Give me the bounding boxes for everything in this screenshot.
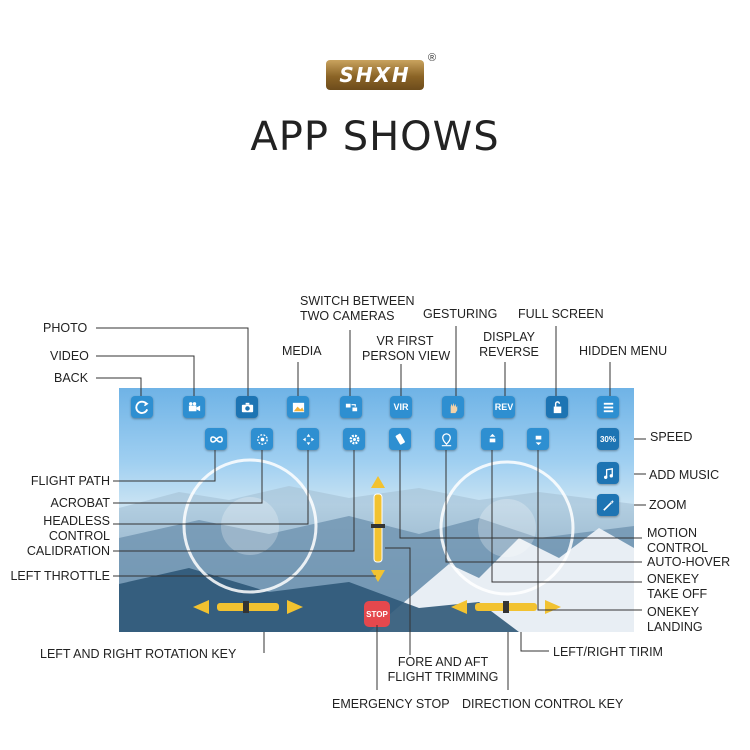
- emergency-stop-button[interactable]: STOP: [364, 601, 390, 627]
- label-vr: VR FIRST PERSON VIEW: [362, 334, 451, 364]
- label-fore-aft-line2: FLIGHT TRIMMING: [387, 670, 499, 684]
- app-screen: VIR REV 30%: [119, 388, 634, 632]
- label-gesturing: GESTURING: [423, 307, 498, 321]
- label-direction-key: DIRECTION CONTROL KEY: [462, 697, 624, 711]
- back-icon: [134, 400, 149, 414]
- flight-path-button[interactable]: [205, 428, 227, 450]
- label-onekey-landing-line2: LANDING: [647, 620, 703, 634]
- label-video: VIDEO: [50, 349, 89, 363]
- photo-button[interactable]: [236, 396, 258, 418]
- acrobat-button[interactable]: [251, 428, 273, 450]
- label-left-throttle: LEFT THROTTLE: [10, 569, 110, 583]
- label-left-right-trim: LEFT/RIGHT TIRIM: [553, 645, 663, 659]
- registered-mark: ®: [428, 52, 437, 64]
- label-media: MEDIA: [282, 344, 322, 358]
- vr-button[interactable]: VIR: [390, 396, 412, 418]
- add-music-button[interactable]: [597, 462, 619, 484]
- label-fore-aft-line1: FORE AND AFT: [397, 655, 489, 669]
- label-rotation-key: LEFT AND RIGHT ROTATION KEY: [40, 647, 237, 661]
- label-display-reverse: DISPLAY REVERSE: [478, 330, 540, 360]
- magic-wand-icon: [602, 499, 614, 511]
- onekey-landing-button[interactable]: [527, 428, 549, 450]
- label-display-reverse-line2: REVERSE: [479, 345, 539, 359]
- hidden-menu-button[interactable]: [597, 396, 619, 418]
- page-title: APP SHOWS: [250, 114, 500, 160]
- speed-button[interactable]: 30%: [597, 428, 619, 450]
- left-joystick-knob: [221, 497, 279, 555]
- label-headless: HEADLESS CONTROL: [0, 514, 110, 544]
- label-display-reverse-line1: DISPLAY: [483, 330, 535, 344]
- rev-label: REV: [494, 402, 514, 412]
- label-onekey-landing: ONEKEY LANDING: [647, 605, 703, 635]
- headless-button[interactable]: [297, 428, 319, 450]
- switch-camera-button[interactable]: [340, 396, 362, 418]
- phone-tilt-icon: [395, 433, 405, 445]
- label-vr-line2: PERSON VIEW: [362, 349, 451, 363]
- infinity-icon: [209, 435, 223, 443]
- headless-icon: [302, 433, 314, 445]
- label-auto-hover: AUTO-HOVER: [647, 555, 731, 569]
- label-zoom: ZOOM: [649, 498, 687, 512]
- label-onekey-landing-line1: ONEKEY: [647, 605, 700, 619]
- label-motion-control-line1: MOTION: [647, 526, 697, 540]
- speed-value: 30%: [599, 434, 616, 444]
- brand-logo: SHXH: [326, 60, 424, 90]
- right-joystick-knob: [478, 499, 536, 557]
- onekey-takeoff-button[interactable]: [481, 428, 503, 450]
- label-speed: SPEED: [650, 430, 693, 444]
- hand-icon: [450, 402, 457, 413]
- media-button[interactable]: [287, 396, 309, 418]
- left-throttle-slider[interactable]: [365, 474, 391, 584]
- label-onekey-takeoff: ONEKEY TAKE OFF: [647, 572, 707, 602]
- left-right-trim[interactable]: [449, 596, 563, 618]
- label-emergency-stop: EMERGENCY STOP: [332, 697, 450, 711]
- label-switch-cameras-line2: TWO CAMERAS: [300, 309, 395, 323]
- video-camera-icon: [188, 401, 200, 411]
- camera-icon: [241, 402, 253, 412]
- label-motion-control-line2: CONTROL: [647, 541, 709, 555]
- location-pin-icon: [441, 432, 451, 446]
- label-headless-line2: CONTROL: [48, 529, 110, 543]
- takeoff-drone-icon: [489, 433, 495, 442]
- rotation-key[interactable]: [191, 596, 305, 618]
- label-photo: PHOTO: [43, 321, 88, 335]
- label-add-music: ADD MUSIC: [649, 468, 720, 482]
- label-headless-line1: HEADLESS: [43, 514, 110, 528]
- label-onekey-takeoff-line2: TAKE OFF: [647, 587, 708, 601]
- label-motion-control: MOTION CONTROL: [647, 526, 708, 556]
- label-back: BACK: [54, 371, 89, 385]
- video-button[interactable]: [183, 396, 205, 418]
- stop-label: STOP: [366, 609, 388, 619]
- vr-label: VIR: [393, 402, 409, 412]
- gesture-button[interactable]: [442, 396, 464, 418]
- label-acrobat: ACROBAT: [50, 496, 111, 510]
- motion-control-button[interactable]: [389, 428, 411, 450]
- image-icon: [292, 402, 304, 412]
- flip-icon: [256, 433, 268, 445]
- label-full-screen: FULL SCREEN: [518, 307, 604, 321]
- music-note-icon: [603, 467, 613, 479]
- landing-drone-icon: [535, 435, 541, 445]
- menu-icon: [603, 402, 613, 412]
- label-hidden-menu: HIDDEN MENU: [579, 344, 668, 358]
- full-screen-button[interactable]: [546, 396, 568, 418]
- display-reverse-button[interactable]: REV: [493, 396, 515, 418]
- lock-icon: [553, 400, 561, 413]
- label-switch-cameras-line1: SWITCH BETWEEN: [300, 294, 415, 308]
- label-flight-path: FLIGHT PATH: [30, 474, 110, 488]
- gear-icon: [349, 434, 359, 444]
- back-button[interactable]: [131, 396, 153, 418]
- label-calibration: CALIDRATION: [26, 544, 110, 558]
- label-switch-cameras: SWITCH BETWEEN TWO CAMERAS: [300, 294, 415, 324]
- auto-hover-button[interactable]: [435, 428, 457, 450]
- label-vr-line1: VR FIRST: [376, 334, 434, 348]
- zoom-button[interactable]: [597, 494, 619, 516]
- label-fore-aft: FORE AND AFT FLIGHT TRIMMING: [378, 655, 508, 685]
- calibration-button[interactable]: [343, 428, 365, 450]
- switch-camera-icon: [345, 403, 357, 411]
- label-onekey-takeoff-line1: ONEKEY: [647, 572, 700, 586]
